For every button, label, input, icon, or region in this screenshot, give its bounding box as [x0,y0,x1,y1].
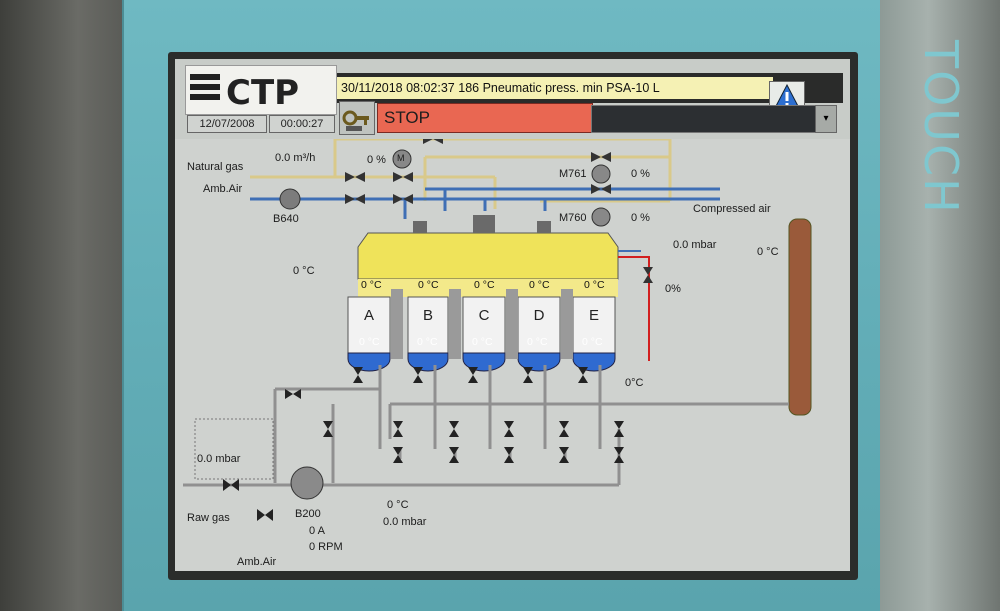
left-bezel [0,0,130,611]
chimney-stack [788,218,812,416]
right-valve-percent: 0% [665,283,681,295]
vessel-a-top-temp: 0 °C [361,279,382,291]
top-valves [345,139,611,204]
lower-piping [183,365,789,487]
gas-line-network [250,139,672,209]
hmi-screen: CTP 30/11/2018 08:02:37 186 Pneumatic pr… [175,59,850,571]
vessel-c-top-temp: 0 °C [474,279,495,291]
compressed-air-label: Compressed air [693,203,771,215]
left-temp-value: 0 °C [293,265,315,277]
message-dropdown-button[interactable]: ▾ [815,105,837,133]
outlet-temp-value: 0°C [625,377,644,389]
date-display: 12/07/2008 [187,115,267,133]
message-selector[interactable] [591,105,817,133]
vessel-e-label: E [588,307,599,324]
login-key-button[interactable] [339,101,375,135]
raw-gas-label: Raw gas [187,512,230,524]
exhaust-line [618,250,653,361]
air-line-network [250,187,720,219]
right-bezel [880,0,1000,611]
bottom-pressure-value: 0.0 mbar [383,516,427,528]
b200-speed-value: 0 RPM [309,541,343,553]
vessel-c-label: C [478,307,490,324]
vessel-b-bottom-temp: 0 °C [417,336,438,348]
b200-current-value: 0 A [309,525,325,537]
raw-gas-pressure-value: 0.0 mbar [197,453,241,465]
touch-brand-label: TOUCH [914,40,968,215]
key-icon [342,110,369,131]
motor-icons [392,149,611,227]
vessel-a-label: A [363,307,374,324]
pressure-top-value: 0.0 mbar [673,239,717,251]
column-valves [223,367,624,521]
vessel-e-bottom-temp: 0 °C [582,336,603,348]
vessel-b-top-temp: 0 °C [418,279,439,291]
m760-label: M760 [559,212,587,224]
ctp-logo: CTP [185,65,337,115]
vessel-d-bottom-temp: 0 °C [527,336,548,348]
bypass-dashed-box [194,418,274,480]
amb-air-top-label: Amb.Air [203,183,243,195]
vessel-e-top-temp: 0 °C [584,279,605,291]
logo-text: CTP [226,73,299,113]
chimney-temp-value: 0 °C [757,246,779,258]
b200-blower-icon [290,466,324,500]
amb-air-bottom-label: Amb.Air [237,556,277,568]
b200-label: B200 [295,508,321,520]
b640-blower-icon [279,188,301,210]
header-bar: CTP 30/11/2018 08:02:37 186 Pneumatic pr… [175,59,850,139]
vessel-a-bottom-temp: 0 °C [359,336,380,348]
natural-gas-flow-value: 0.0 m³/h [275,152,316,164]
reactor-vessel [357,215,619,297]
top-valve-percent: 0 % [367,154,386,166]
alarm-message-line[interactable]: 30/11/2018 08:02:37 186 Pneumatic press.… [337,73,777,103]
m761-percent: 0 % [631,168,650,180]
vessel-columns [347,289,616,372]
m-icon-letter: M [397,153,405,163]
status-stop-indicator: STOP [377,103,593,133]
m761-label: M761 [559,168,587,180]
vessel-d-top-temp: 0 °C [529,279,550,291]
b640-label: B640 [273,213,299,225]
natural-gas-label: Natural gas [187,161,244,173]
time-display: 00:00:27 [269,115,335,133]
bottom-temp-value: 0 °C [387,499,409,511]
vessel-c-bottom-temp: 0 °C [472,336,493,348]
vessel-d-label: D [533,307,545,324]
vessel-b-label: B [422,307,433,324]
m760-percent: 0 % [631,212,650,224]
process-diagram [183,139,812,521]
